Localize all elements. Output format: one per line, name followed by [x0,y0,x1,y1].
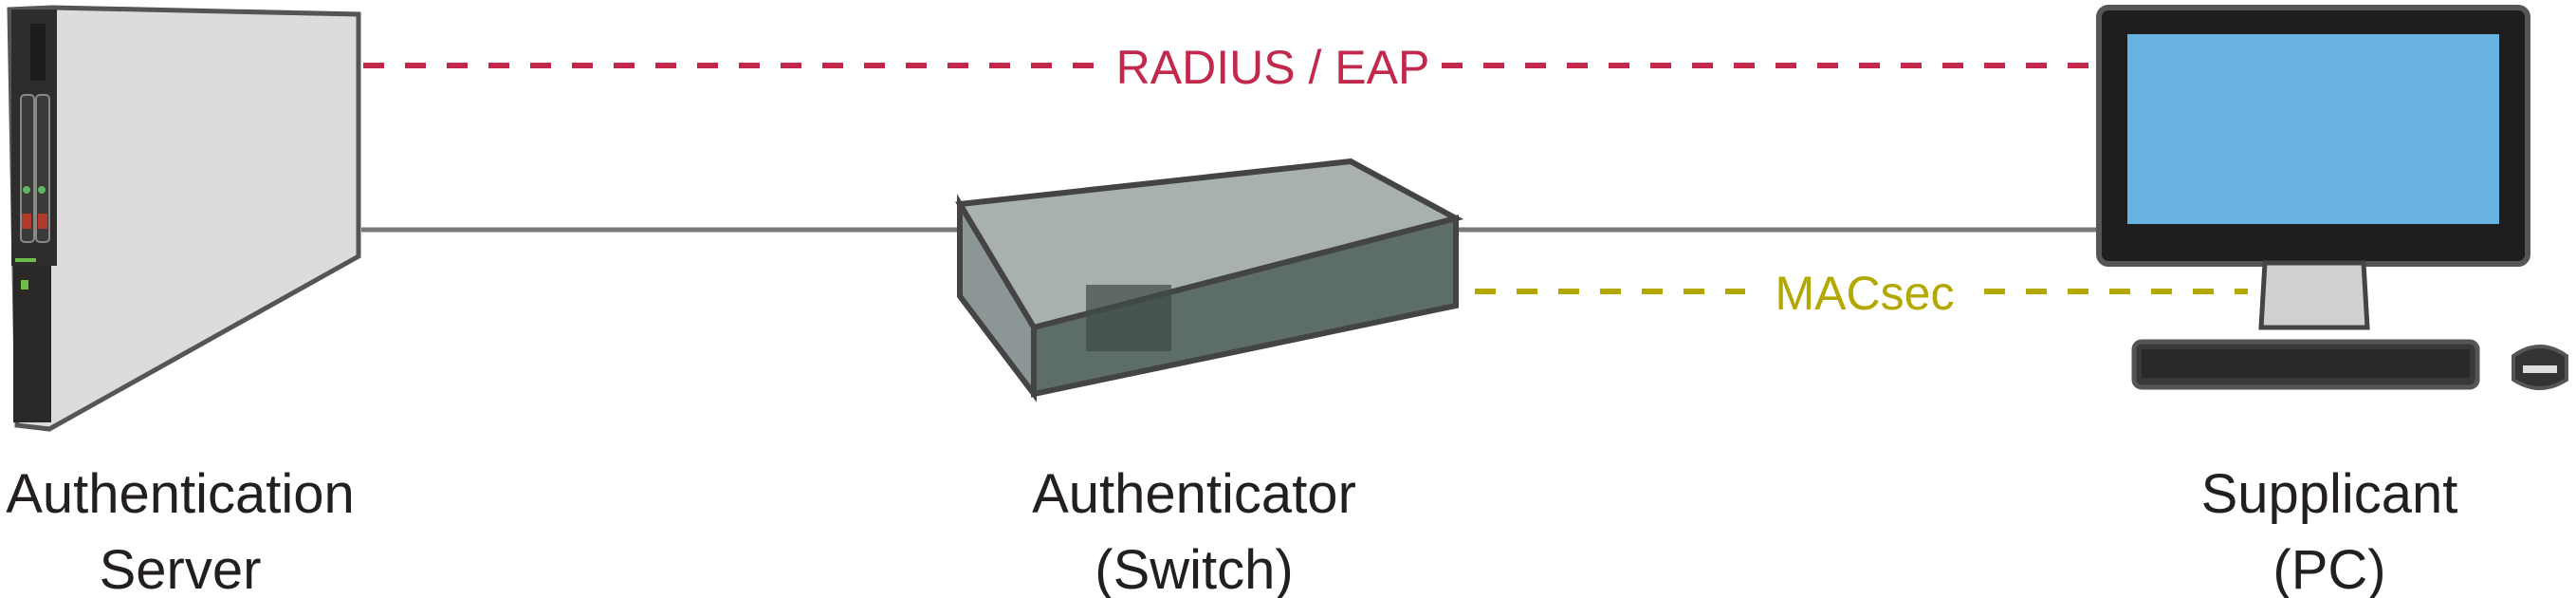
server-label-line2: Server [100,539,262,598]
pc-label-line1: Supplicant [2201,463,2458,525]
switch-label-line2: (Switch) [1095,539,1293,598]
switch-label-line1: Authenticator [1032,463,1356,525]
radius-label: RADIUS / EAP [1116,41,1430,94]
switch-icon [955,158,1464,402]
server-icon [7,5,361,432]
server-label-line1: Authentication [6,463,355,525]
pc-label-line2: (PC) [2272,539,2385,598]
pc-icon [2096,5,2568,390]
macsec-label: MACsec [1776,267,1955,320]
